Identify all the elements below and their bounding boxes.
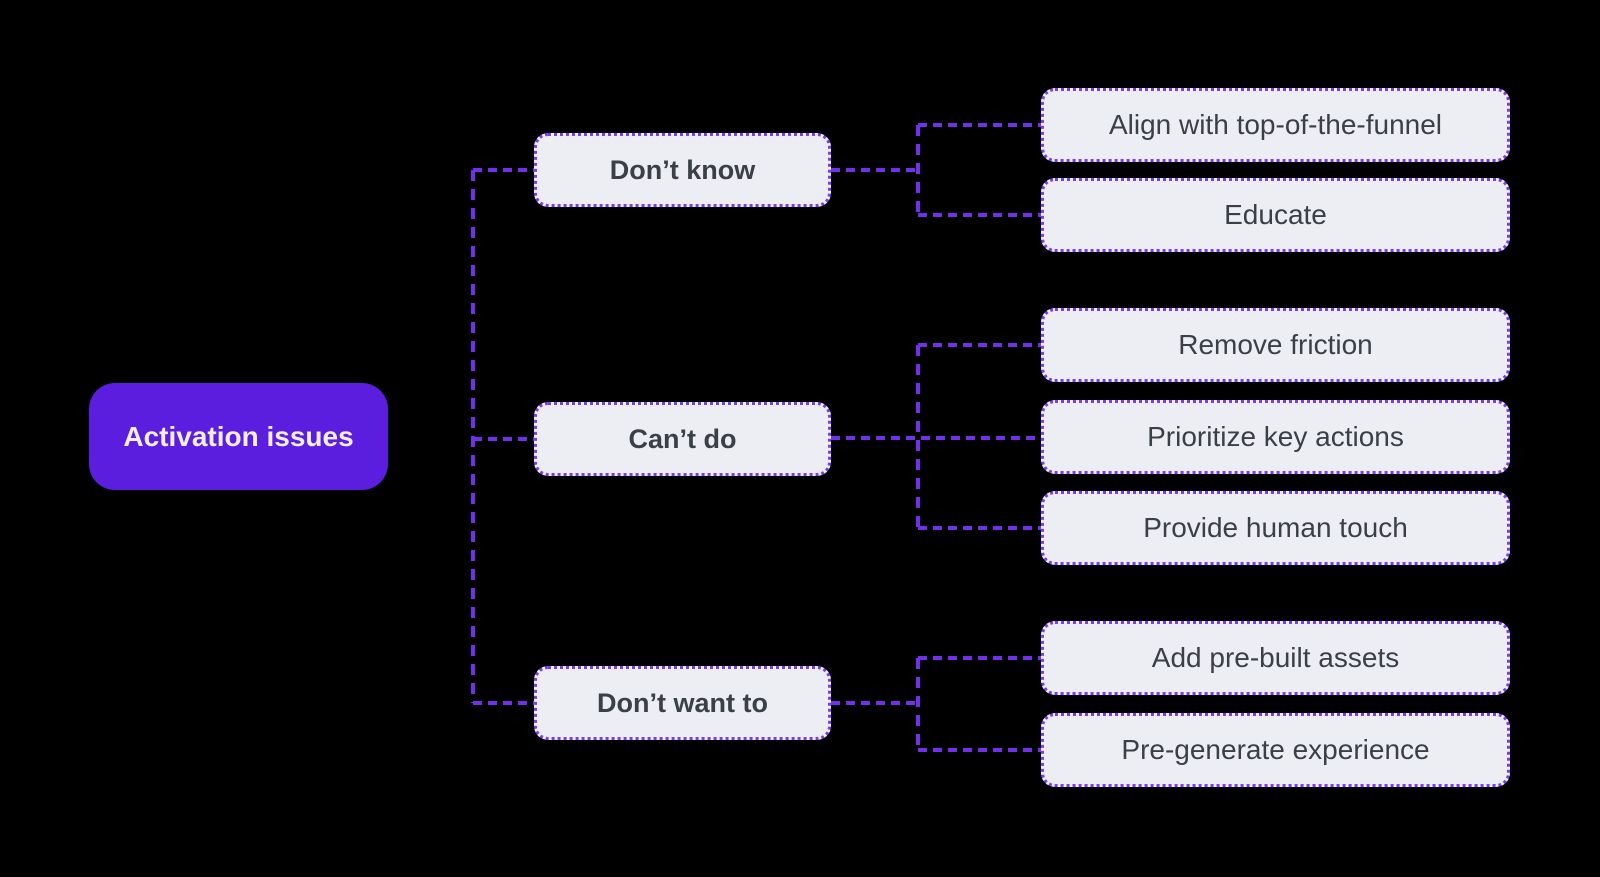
leaf-node-pre-generate-experience: Pre-generate experience xyxy=(1041,713,1510,787)
branch-node-label: Don’t know xyxy=(609,154,756,185)
leaf-node-remove-friction: Remove friction xyxy=(1041,308,1510,382)
leaf-node-label: Pre-generate experience xyxy=(1121,734,1430,765)
branch-node-label: Can’t do xyxy=(628,423,737,454)
leaf-node-label: Prioritize key actions xyxy=(1147,421,1404,452)
leaf-node-label: Provide human touch xyxy=(1143,512,1408,543)
branch-node-label: Don’t want to xyxy=(597,687,768,718)
branch-node-dont-want-to: Don’t want to xyxy=(534,666,831,740)
root-node-label: Activation issues xyxy=(123,420,354,452)
leaf-node-label: Add pre-built assets xyxy=(1151,642,1400,673)
leaf-node-add-pre-built-assets: Add pre-built assets xyxy=(1041,621,1510,695)
leaf-node-prioritize-key-actions: Prioritize key actions xyxy=(1041,400,1510,474)
leaf-node-provide-human-touch: Provide human touch xyxy=(1041,491,1510,565)
leaf-node-label: Align with top-of-the-funnel xyxy=(1108,109,1443,140)
leaf-node-label: Remove friction xyxy=(1178,329,1373,360)
branch-node-dont-know: Don’t know xyxy=(534,133,831,207)
branch-node-cant-do: Can’t do xyxy=(534,402,831,476)
root-node-activation-issues: Activation issues xyxy=(89,383,388,490)
leaf-node-label: Educate xyxy=(1224,199,1327,230)
leaf-node-align-with-top-of-the-funnel: Align with top-of-the-funnel xyxy=(1041,88,1510,162)
leaf-node-educate: Educate xyxy=(1041,178,1510,252)
